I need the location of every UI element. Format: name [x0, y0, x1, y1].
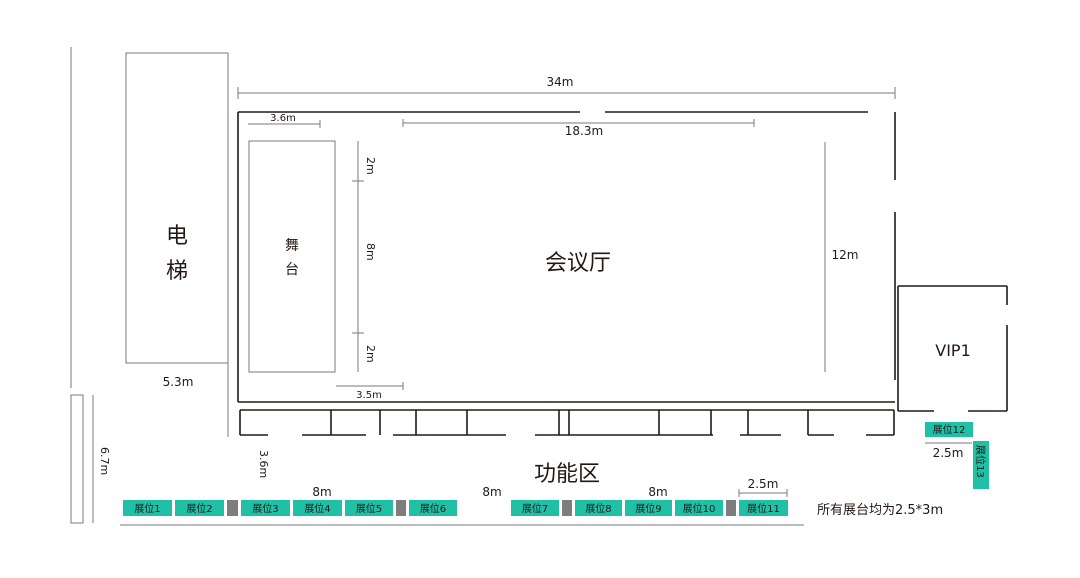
- vip-label: VIP1: [935, 341, 971, 360]
- booth-7-label: 展位7: [522, 502, 548, 515]
- dim-label-3-6: 3.6m: [270, 113, 296, 124]
- dim-label-vip-gap: 2.5m: [933, 446, 964, 460]
- booth-1: [123, 500, 172, 516]
- vip-walls: [897, 285, 1008, 412]
- hall-label: 会议厅: [545, 251, 611, 276]
- dim-label-8m-c: 8m: [648, 485, 667, 499]
- stage-box: [248, 140, 336, 373]
- elevator-label-2: 梯: [166, 259, 188, 284]
- booth-6: [409, 500, 457, 516]
- booth-4: [293, 500, 342, 516]
- booth-9: [625, 500, 672, 516]
- separator-1: [227, 500, 238, 516]
- dim-label-8m-a: 8m: [312, 485, 331, 499]
- dim-label-12: 12m: [832, 248, 859, 262]
- booth-8: [575, 500, 622, 516]
- stage-label-1: 舞: [285, 238, 299, 254]
- separator-4: [726, 500, 736, 516]
- dim-label-34: 34m: [547, 75, 574, 89]
- dim-label-2-5: 2.5m: [748, 477, 779, 491]
- elevator-label-1: 电: [166, 224, 188, 249]
- booth-6-label: 展位6: [420, 502, 446, 515]
- booth-row: 展位1 展位2 展位3 展位4 展位5 展位6 展位7 展位8 展位9 展位10…: [123, 500, 788, 516]
- dim-label-8m-b: 8m: [482, 485, 501, 499]
- booth-11: [739, 500, 788, 516]
- dim-label-5-3: 5.3m: [163, 375, 194, 389]
- booth-11-label: 展位11: [747, 502, 780, 515]
- function-area-label: 功能区: [534, 462, 600, 487]
- dim-label-3-5: 3.5m: [356, 390, 382, 401]
- booth-2: [175, 500, 224, 516]
- function-partitions: [239, 409, 895, 436]
- booth-9-label: 展位9: [635, 502, 661, 515]
- booth-10-label: 展位10: [683, 502, 716, 515]
- booth-13: [973, 441, 989, 489]
- elevator-box: [125, 52, 229, 364]
- booth-size-note: 所有展台均为2.5*3m: [817, 503, 943, 518]
- dim-label-18-3: 18.3m: [565, 124, 603, 138]
- booth-7: [511, 500, 559, 516]
- left-column: [70, 394, 84, 524]
- booth-5: [345, 500, 393, 516]
- booth-13-label: 展位13: [974, 445, 987, 478]
- dim-label-corridor: 3.6m: [257, 450, 270, 478]
- dim-label-6-7: 6.7m: [98, 447, 111, 475]
- booth-5-label: 展位5: [356, 502, 382, 515]
- dim-label-2m-top: 2m: [364, 157, 377, 175]
- booth-10: [675, 500, 723, 516]
- stage-label-2: 台: [285, 262, 299, 278]
- booth-3-label: 展位3: [252, 502, 278, 515]
- booth-12: [925, 422, 973, 437]
- booth-1-label: 展位1: [134, 502, 160, 515]
- dim-label-8m-stage: 8m: [364, 243, 377, 261]
- separator-2: [396, 500, 406, 516]
- booth-12-label: 展位12: [933, 423, 966, 436]
- dim-label-2m-bottom: 2m: [364, 345, 377, 363]
- hall-walls: [237, 111, 896, 403]
- booth-3: [241, 500, 290, 516]
- booth-8-label: 展位8: [585, 502, 611, 515]
- booth-4-label: 展位4: [304, 502, 330, 515]
- separator-3: [562, 500, 572, 516]
- booth-2-label: 展位2: [186, 502, 212, 515]
